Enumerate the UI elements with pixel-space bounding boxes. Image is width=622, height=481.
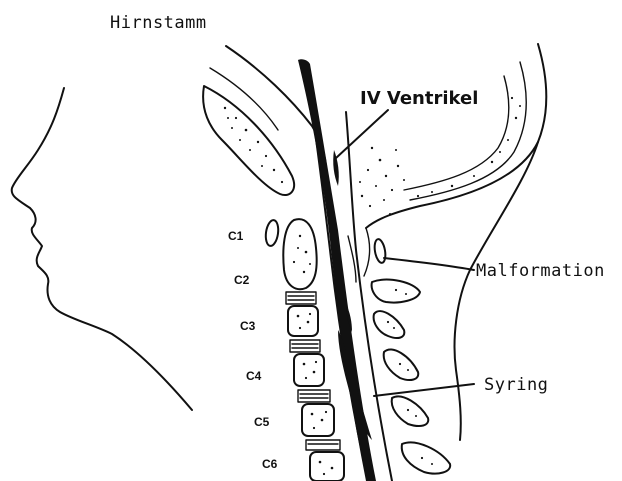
label-c2: C2 xyxy=(234,273,250,287)
cerebellum-dots xyxy=(359,147,405,215)
c6-body xyxy=(310,452,344,481)
face-profile xyxy=(12,88,192,410)
clivus-dots xyxy=(224,107,283,183)
c5-dots xyxy=(311,411,327,429)
canal-back-wall xyxy=(346,112,392,481)
label-c4: C4 xyxy=(246,369,262,383)
ventricle-leader-line xyxy=(336,110,388,158)
malformation-leader-line xyxy=(384,258,474,270)
disc-c3-c4 xyxy=(290,340,320,352)
c2-dots xyxy=(293,235,311,273)
disc-c2-c3 xyxy=(286,292,316,304)
clivus-bone xyxy=(203,86,294,195)
spinous-process-c6 xyxy=(402,442,450,473)
c3-body xyxy=(288,306,318,336)
label-c5: C5 xyxy=(254,415,270,429)
label-c6: C6 xyxy=(262,457,278,471)
neck-back-outline xyxy=(455,142,538,440)
label-brainstem: Hirnstamm xyxy=(110,13,207,33)
spinous-process-c4 xyxy=(384,349,419,380)
c6-dots xyxy=(319,461,334,475)
label-c3: C3 xyxy=(240,319,256,333)
label-syrinx: Syring xyxy=(484,375,548,395)
c1-anterior-arch xyxy=(264,219,280,246)
c4-dots xyxy=(303,361,317,379)
c2-body xyxy=(283,219,316,289)
c1-posterior-arch xyxy=(373,238,387,263)
label-malformation: Malformation xyxy=(476,261,605,281)
c5-body xyxy=(302,404,334,436)
label-c1: C1 xyxy=(228,229,244,243)
occiput-middle xyxy=(410,62,526,200)
disc-c5-c6 xyxy=(306,440,340,450)
spinous-process-c3 xyxy=(374,311,405,338)
occiput-outer xyxy=(366,44,546,228)
occiput-dots xyxy=(417,97,521,197)
label-fourth-ventricle: IV Ventrikel xyxy=(360,88,478,109)
disc-c4-c5 xyxy=(298,390,330,402)
c4-body xyxy=(294,354,324,386)
spinous-dots xyxy=(387,289,433,465)
syrinx-cavity xyxy=(338,330,372,440)
c3-dots xyxy=(297,313,311,329)
neck-back-inner xyxy=(364,228,370,276)
spinous-process-c5 xyxy=(392,396,429,426)
